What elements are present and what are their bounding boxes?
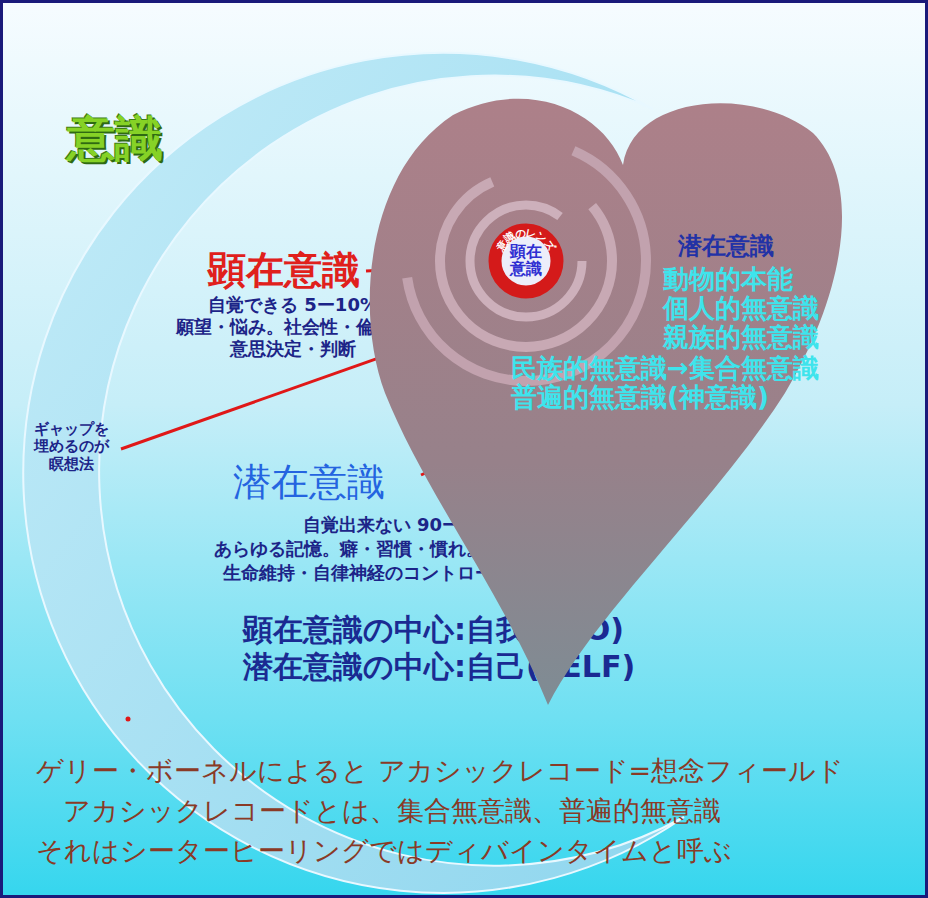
note-label: 潜在意識 [233, 461, 385, 505]
lens-circle: 意識のレンズ顕在 意識 [486, 221, 566, 301]
note-label: ゲリー・ボーネルによると アカシックレコード=想念フィールド [36, 755, 844, 786]
node-text: 潜在意識 [678, 233, 774, 261]
spiral-ring [440, 175, 612, 347]
note-label: アカシックレコードとは、集合無意識、普遍的無意識 [63, 795, 721, 826]
lens-text: 顕在 意識 [503, 244, 549, 278]
spiral-ring [406, 141, 646, 381]
node-text: 普遍的無意識(神意識) [511, 383, 769, 413]
node-text: 民族的無意識→集合無意識 [511, 354, 819, 384]
diagram-title: 意識 [67, 111, 163, 166]
node-text: 親族的無意識 [663, 323, 819, 353]
note-label: 顕在意識 [208, 249, 360, 293]
red-dot [126, 717, 131, 722]
note-label: ギャップを 埋めるのが 瞑想法 [25, 421, 117, 473]
node-text: 動物的本能 [663, 265, 793, 295]
lens-ring [495, 230, 557, 292]
heart-fill [370, 99, 842, 705]
spiral-ring [470, 205, 582, 317]
note-label: それはシーターヒーリングではディバインタイムと呼ぶ [36, 835, 732, 866]
node-text: 個人的無意識 [663, 294, 819, 324]
heart-shape: 潜在意識動物的本能個人的無意識親族的無意識民族的無意識→集合無意識普遍的無意識(… [333, 93, 843, 713]
